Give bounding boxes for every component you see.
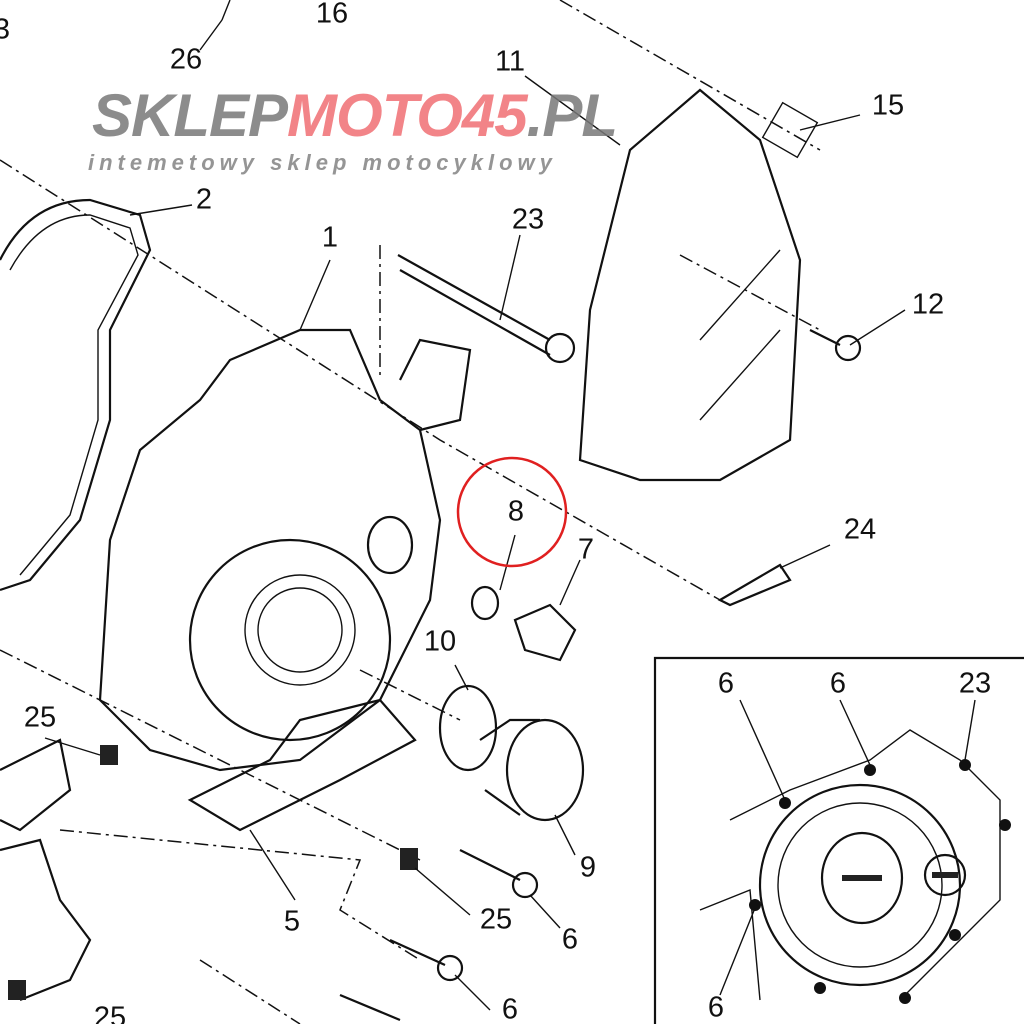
- gasket: [0, 198, 152, 592]
- callout-3: 3: [0, 13, 11, 46]
- watermark-part2: MOTO45: [287, 82, 528, 149]
- bolt-6: [389, 938, 446, 967]
- cover-ribs: [699, 249, 781, 421]
- callout-25: 25: [23, 701, 57, 734]
- watermark-part3: .PL: [526, 82, 618, 149]
- bolt-12: [809, 329, 841, 346]
- callout-5: 5: [283, 905, 301, 938]
- callout-9: 9: [579, 851, 597, 884]
- nut-25: [8, 980, 26, 1000]
- bolt-12-head: [834, 334, 862, 362]
- inset-view: [653, 656, 1024, 1024]
- bolt-6-head: [511, 871, 539, 899]
- inset-callout-6: 6: [829, 667, 847, 700]
- cover-bore: [244, 574, 356, 686]
- watermark-tagline: intemetowy sklep motocyklowy: [88, 150, 557, 175]
- cover-port: [366, 515, 414, 575]
- bolt-6-head: [436, 954, 464, 982]
- callout-6: 6: [561, 923, 579, 956]
- nut-25: [400, 848, 418, 870]
- inset-callout-6: 6: [707, 991, 725, 1024]
- gasket-inner-edge: [9, 214, 139, 576]
- watermark-logo: SKLEPMOTO45.PL: [92, 86, 618, 146]
- bolt-23-head: [544, 332, 576, 364]
- cover-tab: [399, 338, 472, 432]
- o-ring-10: [438, 684, 498, 772]
- callout-1: 1: [321, 221, 339, 254]
- callout-8: 8: [507, 495, 525, 528]
- alignment-line: [359, 669, 461, 721]
- callout-2: 2: [195, 183, 213, 216]
- watermark-part1: SKLEP: [92, 82, 288, 149]
- callout-16: 16: [315, 0, 349, 30]
- callout-25: 25: [479, 903, 513, 936]
- callout-23: 23: [511, 203, 545, 236]
- callout-15: 15: [871, 89, 905, 122]
- bracket-5: [187, 698, 417, 832]
- collar-15: [761, 101, 819, 159]
- cover-boss: [188, 538, 392, 742]
- callout-25: 25: [93, 1001, 127, 1024]
- alignment-line: [199, 959, 301, 1024]
- pin-24: [717, 563, 792, 607]
- callout-11: 11: [494, 45, 526, 78]
- alignment-line: [0, 159, 721, 601]
- highlight-circle: [456, 456, 568, 568]
- callout-10: 10: [423, 625, 457, 658]
- callout-6: 6: [501, 993, 519, 1024]
- plug-9-body: [479, 718, 540, 816]
- bolt-6: [339, 993, 401, 1022]
- cover-part-11: [578, 88, 802, 482]
- callout-24: 24: [843, 513, 877, 546]
- crankcase-cover: [98, 328, 442, 772]
- callout-12: 12: [911, 288, 945, 321]
- inset-callout-23: 23: [958, 667, 992, 700]
- bracket-left: [0, 738, 92, 1002]
- o-ring-8: [470, 585, 500, 621]
- leader-lines: [44, 0, 906, 1011]
- bolt-6: [459, 849, 521, 881]
- callout-26: 26: [169, 43, 203, 76]
- nut-25: [100, 745, 118, 765]
- bolt-23: [397, 254, 551, 356]
- plug-9: [505, 718, 585, 822]
- alignment-line: [0, 649, 421, 861]
- alignment-line: [59, 829, 421, 961]
- callout-7: 7: [577, 533, 595, 566]
- cover-bore-thread: [257, 587, 343, 673]
- alignment-line: [559, 0, 821, 151]
- inset-callout-6: 6: [717, 667, 735, 700]
- plug-7: [513, 603, 577, 662]
